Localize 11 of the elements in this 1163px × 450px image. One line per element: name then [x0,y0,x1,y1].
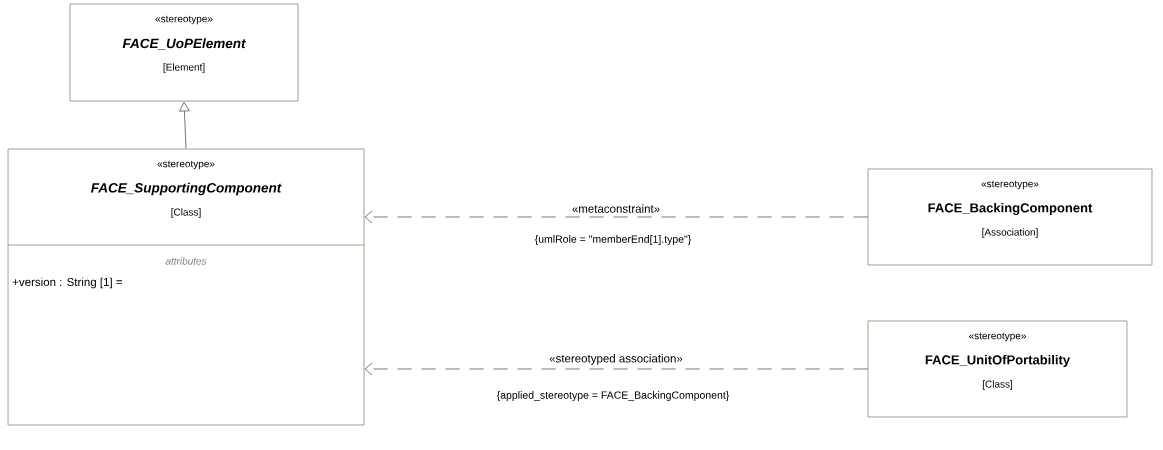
constraint-label: {umlRole = "memberEnd[1].type"} [534,235,692,245]
edge-label: «stereotyped association» [549,354,683,365]
constraint-label: {applied_stereotype = FACE_BackingComponent} [496,391,730,401]
class-box: «stereotype» FACE_BackingComponent [Association] [867,168,1153,266]
arrow [179,101,190,149]
arrow [364,362,868,376]
class-box: «stereotype» FACE_UoPElement [Element] [69,3,299,102]
arrow [364,210,868,224]
class-box: «stereotype» FACE_UnitOfPortability [Class] [867,320,1128,418]
class-box: «stereotype» FACE_SupportingComponent [Class] attributes +version : String [1] = [7,148,365,426]
edge-label: «metaconstraint» [572,204,660,213]
